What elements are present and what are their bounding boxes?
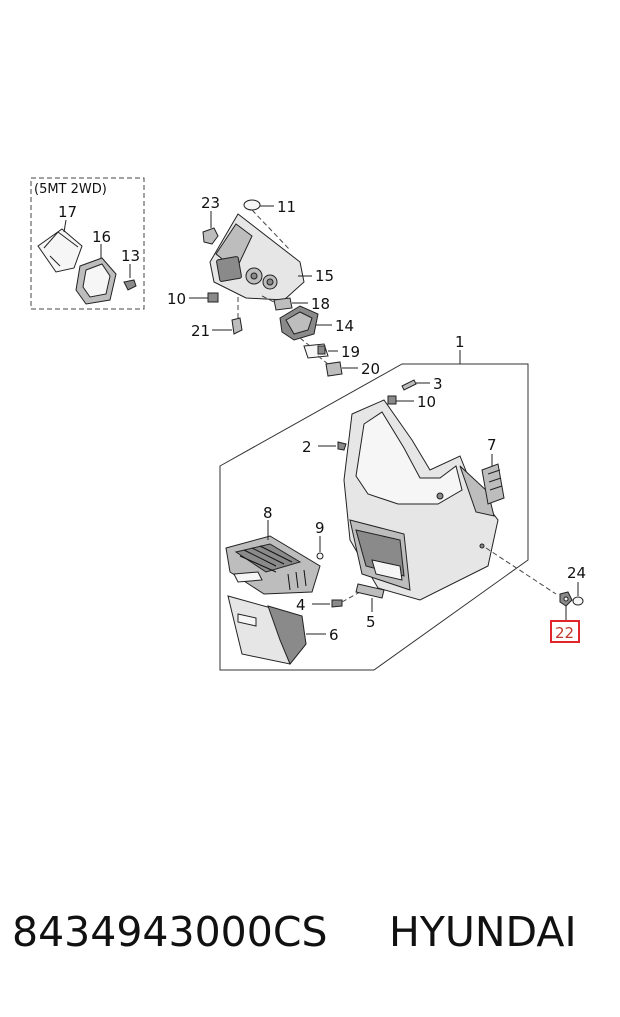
callout-16: 16 <box>92 228 111 246</box>
part-7-side-panel <box>481 454 505 505</box>
inset-variant-note: (5MT 2WD) <box>34 182 107 197</box>
callout-15: 15 <box>315 267 334 285</box>
callout-14: 14 <box>335 317 354 335</box>
callout-6: 6 <box>329 626 339 644</box>
part-14-insert <box>279 305 332 341</box>
footer: 8434943000CS HYUNDAI <box>0 900 620 980</box>
upper-console-group: 23 11 15 10 <box>167 194 380 378</box>
console-body <box>343 399 499 601</box>
callout-10-main: 10 <box>417 393 436 411</box>
callout-11: 11 <box>277 198 296 216</box>
callout-24: 24 <box>567 564 586 582</box>
part-20-connector <box>317 355 358 377</box>
part-22-nut <box>559 591 573 620</box>
part-5-clip-strip <box>355 583 385 612</box>
leader-dash-22 <box>485 547 557 595</box>
part-13-screw <box>123 264 137 291</box>
inset-frame <box>30 177 145 310</box>
inset-5mt-2wd: (5MT 2WD) 17 16 13 <box>30 177 145 310</box>
main-console-group: 1 3 10 2 <box>219 333 557 671</box>
part-15-console-cover <box>209 213 312 301</box>
callout-10-upper: 10 <box>167 290 186 308</box>
brand-name: HYUNDAI <box>389 908 577 956</box>
callout-8: 8 <box>263 504 273 522</box>
part-16-shift-bezel <box>75 244 117 305</box>
callout-9: 9 <box>315 519 325 537</box>
part-23-clip <box>202 211 219 245</box>
main-assembly-frame <box>219 363 529 671</box>
callout-21: 21 <box>191 322 210 340</box>
callout-17: 17 <box>58 203 77 221</box>
part-21-clip <box>212 296 243 335</box>
callout-20: 20 <box>361 360 380 378</box>
callout-1: 1 <box>455 333 465 351</box>
part-3-strip <box>401 379 430 391</box>
callout-23: 23 <box>201 194 220 212</box>
part-18-bracket <box>261 295 308 311</box>
part-8-tray <box>225 520 321 595</box>
highlight-box <box>550 620 580 643</box>
part-17-shift-boot <box>37 219 83 273</box>
part-24-clip <box>572 582 584 606</box>
callout-4: 4 <box>296 596 306 614</box>
part-11-cap <box>243 199 291 251</box>
part-10-clip-upper <box>189 292 219 303</box>
part-9-clip <box>316 536 324 560</box>
callout-2: 2 <box>302 438 312 456</box>
callout-18: 18 <box>311 295 330 313</box>
part-4-screw <box>312 591 361 608</box>
callout-22-highlight[interactable]: 22 <box>550 620 580 643</box>
callout-22: 22 <box>555 624 574 642</box>
part-2-screw <box>318 441 347 451</box>
callout-7: 7 <box>487 436 497 454</box>
part-19-bracket <box>299 337 338 359</box>
part-10-clip-main <box>387 395 414 405</box>
part-6-storage-box <box>227 595 326 665</box>
callout-19: 19 <box>341 343 360 361</box>
callout-13: 13 <box>121 247 140 265</box>
callout-3: 3 <box>433 375 443 393</box>
callout-5: 5 <box>366 613 376 631</box>
part-number: 8434943000CS <box>12 908 328 956</box>
